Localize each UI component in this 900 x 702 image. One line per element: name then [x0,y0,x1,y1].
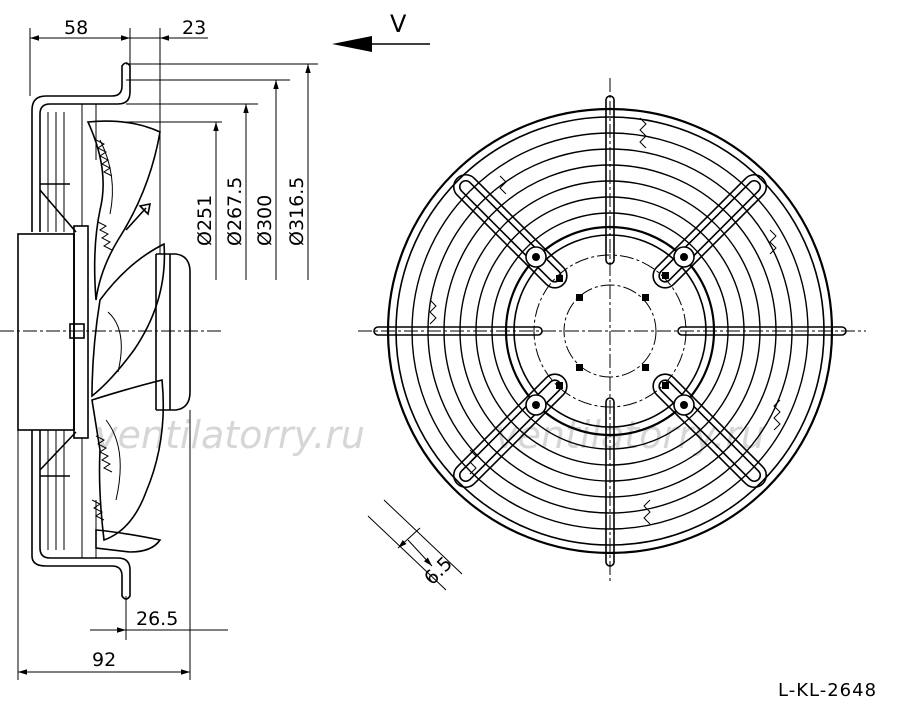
side-view: 58 23 Ø251 Ø267.5 Ø300 Ø316.5 26.5 92 [0,17,318,680]
dim-d300: Ø300 [254,195,276,246]
airflow-indicator: V [332,10,430,52]
dim-23: 23 [182,17,206,39]
dim-hole-6-5: 6.5 [420,553,457,590]
dim-d251: Ø251 [194,195,216,246]
airflow-label: V [390,10,407,38]
bolt-bottom-left [525,394,547,416]
dim-d316-5: Ø316.5 [286,177,308,246]
bolt-top-left [525,246,547,268]
dim-26-5: 26.5 [136,608,178,630]
bolt-bottom-right [673,394,695,416]
drawing-code: L-KL-2648 [778,680,877,701]
dim-58: 58 [64,17,88,39]
front-view: 6.5 [358,78,866,591]
dim-92: 92 [92,649,116,671]
bolt-top-right [673,246,695,268]
watermark-left: ventilatorry.ru [95,413,365,457]
dim-d267-5: Ø267.5 [224,177,246,246]
